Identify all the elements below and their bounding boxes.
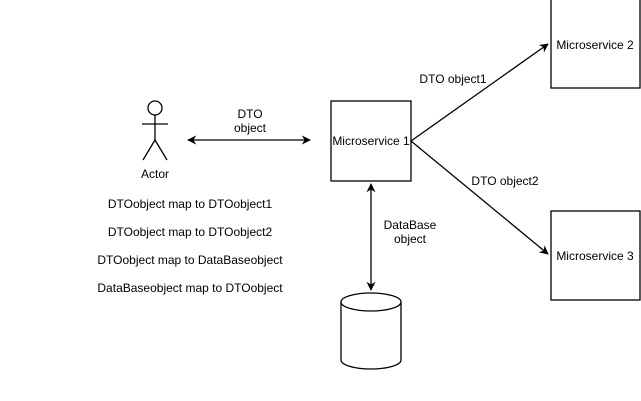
mapping-note: DTOobject map to DataBaseobject <box>97 253 283 267</box>
mapping-note: DTOobject map to DTOobject1 <box>108 197 273 211</box>
edge-ms1-ms3-label: DTO object2 <box>471 174 538 188</box>
actor-figure[interactable] <box>142 100 168 161</box>
edge-ms1-ms2 <box>410 43 549 142</box>
microservice-3-label: Microservice 3 <box>556 249 634 263</box>
microservice-1-label: Microservice 1 <box>332 134 410 148</box>
mapping-note: DataBaseobject map to DTOobject <box>97 281 283 295</box>
edge-actor-ms1-label-line1: DTO <box>237 107 262 121</box>
microservice-2-label: Microservice 2 <box>556 38 634 52</box>
actor-left-leg <box>142 139 156 161</box>
edge-actor-ms1-label-line2: object <box>234 121 267 135</box>
edge-ms1-db-label-line1: DataBase <box>384 218 437 232</box>
database-body <box>340 302 402 370</box>
actor-right-leg <box>154 139 168 161</box>
mapping-note: DTOobject map to DTOobject2 <box>108 225 273 239</box>
actor-label: Actor <box>141 167 169 181</box>
microservice-3-box[interactable] <box>550 210 641 301</box>
edge-ms1-db-label-line2: object <box>394 232 427 246</box>
edge-ms1-ms2-label: DTO object1 <box>419 72 486 86</box>
microservice-1-box[interactable] <box>330 100 412 182</box>
database-top <box>340 292 402 312</box>
edge-ms1-ms3 <box>410 140 549 255</box>
microservice-2-box[interactable] <box>550 0 641 89</box>
database-cylinder-icon[interactable] <box>340 292 402 370</box>
actor-head <box>147 100 163 116</box>
